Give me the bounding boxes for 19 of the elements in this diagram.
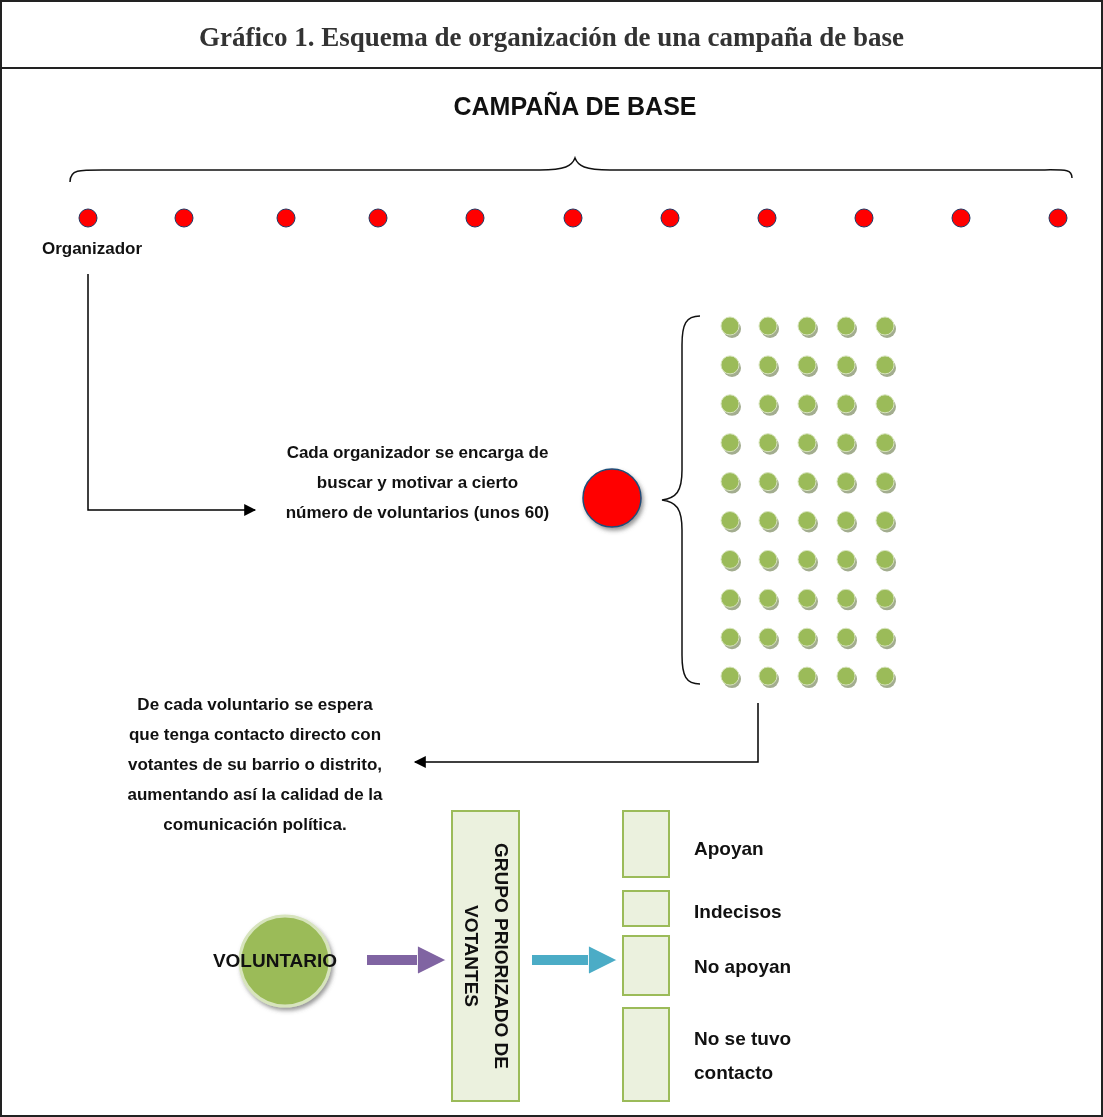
block-arrow [532, 944, 619, 976]
description-text: De cada voluntario se espera que tenga contacto directo con votantes de su barrio o distrito, aumentando así la calidad de la comunicación política. [126, 694, 384, 836]
category-box [622, 890, 670, 927]
category-box [622, 935, 670, 996]
category-box [622, 810, 670, 878]
category-label: Apoyan [694, 837, 765, 861]
description-text: Cada organizador se encarga de buscar y motivar a cierto número de voluntarios (unos 60) [285, 442, 550, 524]
category-box [622, 1007, 670, 1102]
node-label: Organizador [40, 238, 144, 260]
section-heading: CAMPAÑA DE BASE [452, 92, 698, 121]
group-box [451, 810, 520, 1102]
chart-title: Gráfico 1. Esquema de organización de una campaña de base [198, 22, 905, 53]
arrow [87, 273, 257, 516]
category-label: No apoyan [694, 955, 793, 979]
block-arrow [367, 944, 448, 976]
arrow [413, 702, 759, 768]
rotated-label: GRUPO PRIORIZADO DE VOTANTES [459, 842, 513, 1071]
category-label: Indecisos [694, 900, 783, 924]
category-label: No se tuvo contacto [694, 1027, 793, 1085]
